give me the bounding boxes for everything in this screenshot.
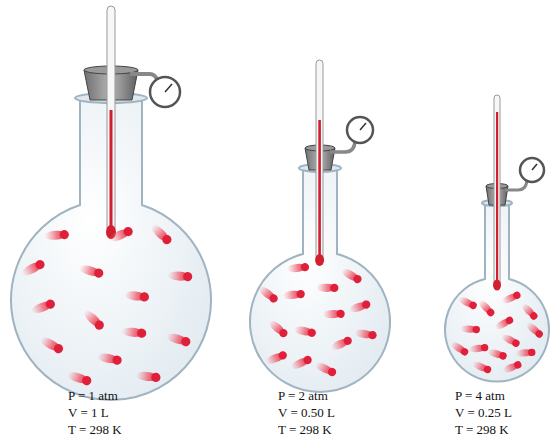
gas-molecule <box>500 332 521 348</box>
gas-molecule <box>20 258 46 278</box>
gas-molecule <box>124 290 149 302</box>
gas-molecule <box>167 271 192 281</box>
gas-molecule <box>165 331 191 347</box>
medium-flask <box>250 60 390 392</box>
gas-molecule <box>108 225 134 243</box>
gas-molecule <box>290 354 314 371</box>
state-label: P = 2 atm <box>278 388 328 404</box>
gas-molecule <box>265 350 289 366</box>
gas-molecule <box>468 344 488 354</box>
gas-molecule <box>39 335 65 355</box>
gas-molecule <box>316 284 338 293</box>
gas-molecule <box>501 290 522 305</box>
gas-molecule <box>502 360 523 374</box>
gas-molecule <box>494 315 515 331</box>
gas-molecule <box>525 321 545 339</box>
gas-molecule <box>322 310 344 319</box>
state-label: V = 0.50 L <box>278 405 335 421</box>
state-label: V = 0.25 L <box>455 405 512 421</box>
gas-molecule <box>330 335 354 352</box>
gas-molecule <box>30 298 56 315</box>
gas-molecule <box>457 295 478 310</box>
gas-molecule <box>471 360 492 374</box>
gas-molecule <box>449 340 470 357</box>
state-label: P = 4 atm <box>455 388 505 404</box>
gas-molecule <box>149 222 173 246</box>
small-flask <box>445 95 549 382</box>
gas-molecule <box>282 289 305 300</box>
gas-molecule <box>477 298 496 317</box>
gas-molecules <box>20 222 544 386</box>
gas-molecule <box>348 299 372 314</box>
gas-molecule <box>121 327 146 339</box>
gas-molecule <box>460 325 480 334</box>
gas-molecule <box>293 325 316 338</box>
gas-molecule <box>78 263 104 278</box>
gas-molecule <box>520 302 539 321</box>
gas-molecule <box>516 348 536 357</box>
state-label: P = 1 atm <box>68 388 118 404</box>
gas-molecule <box>257 284 280 304</box>
large-flask <box>11 6 211 400</box>
gas-molecule <box>44 230 69 241</box>
gas-molecule <box>267 318 289 339</box>
gas-molecule <box>340 266 363 284</box>
gas-molecule <box>136 371 161 383</box>
state-label: T = 298 K <box>278 422 332 438</box>
gas-molecule <box>66 370 92 386</box>
gas-molecule <box>354 328 377 340</box>
gas-molecule <box>314 361 338 378</box>
gas-molecule <box>487 348 508 361</box>
state-label: T = 298 K <box>455 422 509 438</box>
state-label: T = 298 K <box>68 422 122 438</box>
state-label: V = 1 L <box>68 405 109 421</box>
gas-molecule <box>287 263 310 274</box>
gas-molecule <box>97 352 123 366</box>
gas-molecule <box>82 308 106 332</box>
